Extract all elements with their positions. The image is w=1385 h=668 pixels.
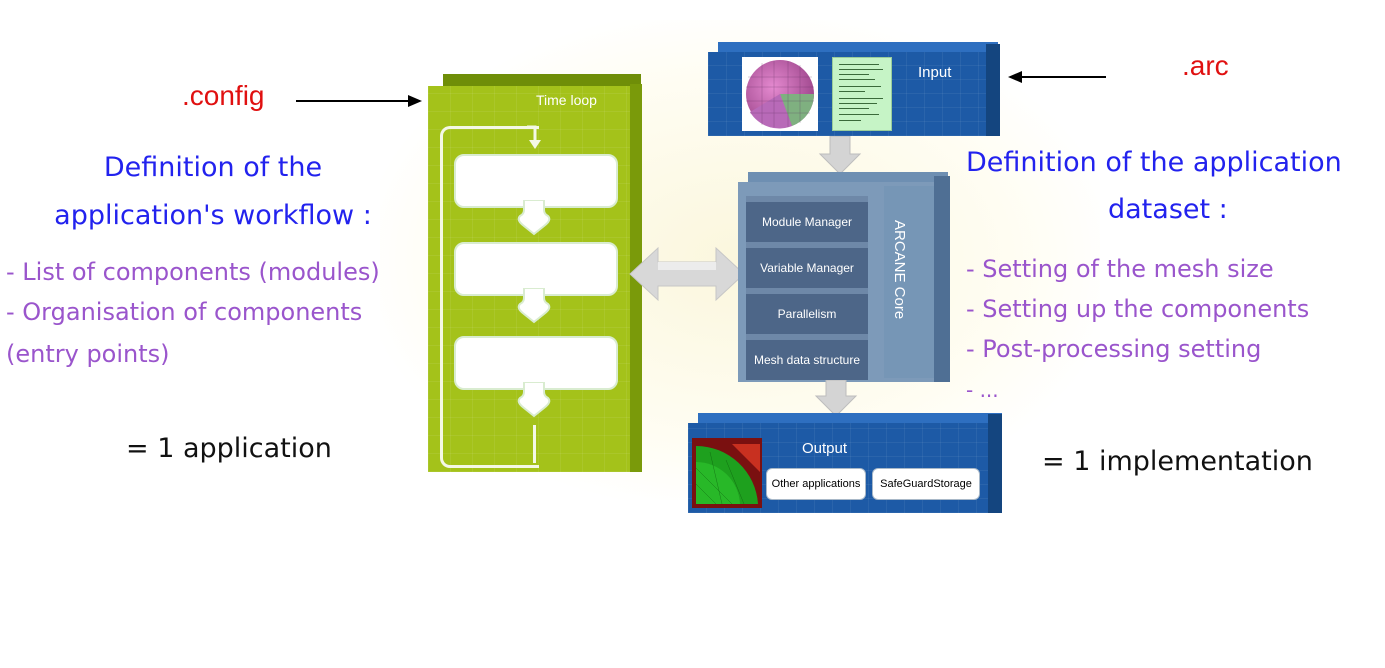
output-label: Output <box>802 440 848 457</box>
right-item-1: - Setting of the mesh size <box>966 255 1274 283</box>
variable-manager-layer: Variable Manager <box>746 242 868 288</box>
double-arrow-icon <box>629 246 745 302</box>
right-title-line-1: Definition of the application <box>966 147 1342 178</box>
arc-label: .arc <box>1182 50 1229 81</box>
output-panel-side <box>988 414 1002 513</box>
sphere-mesh-image <box>742 57 818 131</box>
time-loop-cycle-line <box>440 126 539 468</box>
output-panel-top <box>698 413 1002 425</box>
core-label-column <box>884 186 934 378</box>
step-connector-3 <box>517 382 551 418</box>
workflow-step-3 <box>454 336 618 390</box>
left-item-1: - List of components (modules) <box>6 258 380 286</box>
left-item-3: (entry points) <box>6 340 170 368</box>
parallelism-layer: Parallelism <box>746 288 868 334</box>
module-manager-layer: Module Manager <box>746 196 868 242</box>
left-title-line-1: Definition of the <box>103 152 323 183</box>
mesh-data-structure-layer: Mesh data structure <box>746 334 868 380</box>
core-side <box>934 176 950 382</box>
left-result: = 1 application <box>126 433 332 464</box>
config-label: .config <box>182 80 265 111</box>
safeguard-storage-box: SafeGuardStorage <box>872 468 980 500</box>
right-result: = 1 implementation <box>1042 446 1313 477</box>
core-to-output-arrow-icon <box>814 380 858 417</box>
right-item-2: - Setting up the components <box>966 295 1310 323</box>
step-connector-1 <box>517 200 551 236</box>
right-title-line-2: dataset : <box>1108 194 1228 225</box>
workflow-step-1 <box>454 154 618 208</box>
loop-arrowhead-icon <box>527 125 541 149</box>
time-loop-title: Time loop <box>536 92 597 108</box>
other-applications-box: Other applications <box>766 468 866 500</box>
left-title-line-2: application's workflow : <box>54 200 372 231</box>
config-arrowhead <box>408 95 422 107</box>
arc-file-document <box>832 57 892 131</box>
step-connector-2 <box>517 288 551 324</box>
right-item-4: - ... <box>966 378 999 402</box>
input-panel-side <box>986 44 1000 136</box>
arc-arrowhead <box>1008 71 1022 83</box>
input-to-core-arrow-icon <box>818 136 862 175</box>
left-item-2: - Organisation of components <box>6 298 363 326</box>
right-item-3: - Post-processing setting <box>966 335 1262 363</box>
arcane-core-label: ARCANE Core <box>891 220 908 320</box>
input-label: Input <box>918 64 952 81</box>
loop-return-line <box>533 425 536 463</box>
core-top <box>748 172 948 184</box>
output-mesh-image <box>692 438 762 508</box>
config-arrow-line <box>296 100 412 102</box>
arc-arrow-line <box>1020 76 1106 78</box>
